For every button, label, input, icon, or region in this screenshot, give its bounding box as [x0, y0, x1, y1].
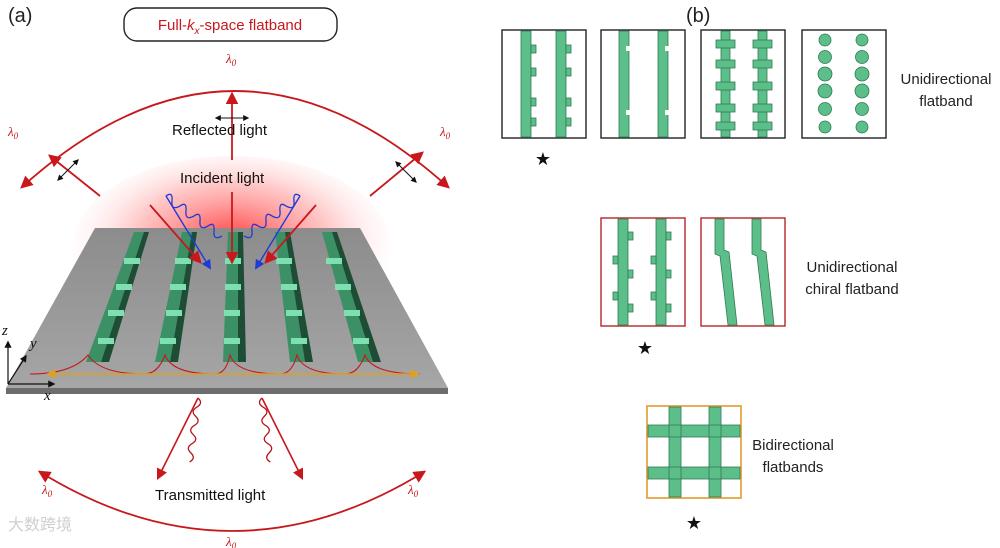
- slab-edge: [6, 388, 448, 394]
- axis-y-label: y: [28, 336, 37, 352]
- row2-label-line2: chiral flatband: [805, 281, 898, 298]
- lambda-top: λ0: [225, 51, 237, 68]
- lower-wavelength-arc: [37, 470, 427, 532]
- transmitted-light-label: Transmitted light: [155, 487, 266, 504]
- star-3: ★: [686, 513, 702, 533]
- panel-a-label: (a): [8, 5, 32, 27]
- unit-cell-5: [600, 217, 686, 327]
- axis-x-label: x: [43, 388, 51, 404]
- title-text: Full-kx-space flatband: [158, 17, 302, 37]
- axis-z-label: z: [1, 323, 8, 339]
- lambda-bottom-left: λ0: [41, 482, 53, 499]
- upper-wavelength-arc: [20, 90, 450, 189]
- incident-light-label: Incident light: [180, 170, 265, 187]
- polarization-arrow-left: [57, 159, 79, 181]
- unit-cell-3: [700, 29, 786, 139]
- coordinate-axes: z y x: [1, 323, 56, 404]
- star-2: ★: [637, 338, 653, 358]
- row1-label-line1: Unidirectional: [901, 71, 992, 88]
- ridge-5: [322, 232, 381, 362]
- transmitted-wave-left: [156, 397, 202, 481]
- unit-cell-6: [700, 217, 786, 327]
- ridge-array: [86, 232, 381, 362]
- lambda-right: λ0: [439, 124, 451, 141]
- incident-wave-left: [165, 193, 223, 270]
- lambda-bottom-right: λ0: [407, 482, 419, 499]
- row3-label-line1: Bidirectional: [752, 437, 834, 454]
- lambda-bottom: λ0: [225, 534, 237, 548]
- unit-cell-2: [600, 29, 686, 139]
- title-box: [123, 7, 338, 42]
- lambda-left: λ0: [7, 124, 19, 141]
- star-1: ★: [535, 149, 551, 169]
- row2-label-line1: Unidirectional: [807, 259, 898, 276]
- reflected-arrow-left: [48, 154, 101, 197]
- unit-cell-1: [501, 29, 587, 139]
- transmitted-wave-right: [258, 397, 304, 481]
- incident-arrow-right: [264, 204, 317, 264]
- ridge-2: [155, 232, 197, 362]
- unit-cell-4: [801, 29, 887, 139]
- unit-cell-7: [646, 405, 742, 499]
- polarization-arrow-right: [395, 161, 417, 183]
- watermark: 大数跨境: [8, 515, 72, 534]
- ridge-1: [86, 232, 149, 362]
- reflected-arrow-right: [369, 151, 424, 197]
- incident-arrow-left: [149, 204, 202, 264]
- row3-label-line2: flatbands: [763, 459, 824, 476]
- reflected-light-label: Reflected light: [172, 122, 268, 139]
- panel-b-label: (b): [686, 5, 710, 27]
- ridge-4: [275, 232, 313, 362]
- incident-wave-right: [243, 193, 301, 270]
- row1-label-line2: flatband: [919, 93, 972, 110]
